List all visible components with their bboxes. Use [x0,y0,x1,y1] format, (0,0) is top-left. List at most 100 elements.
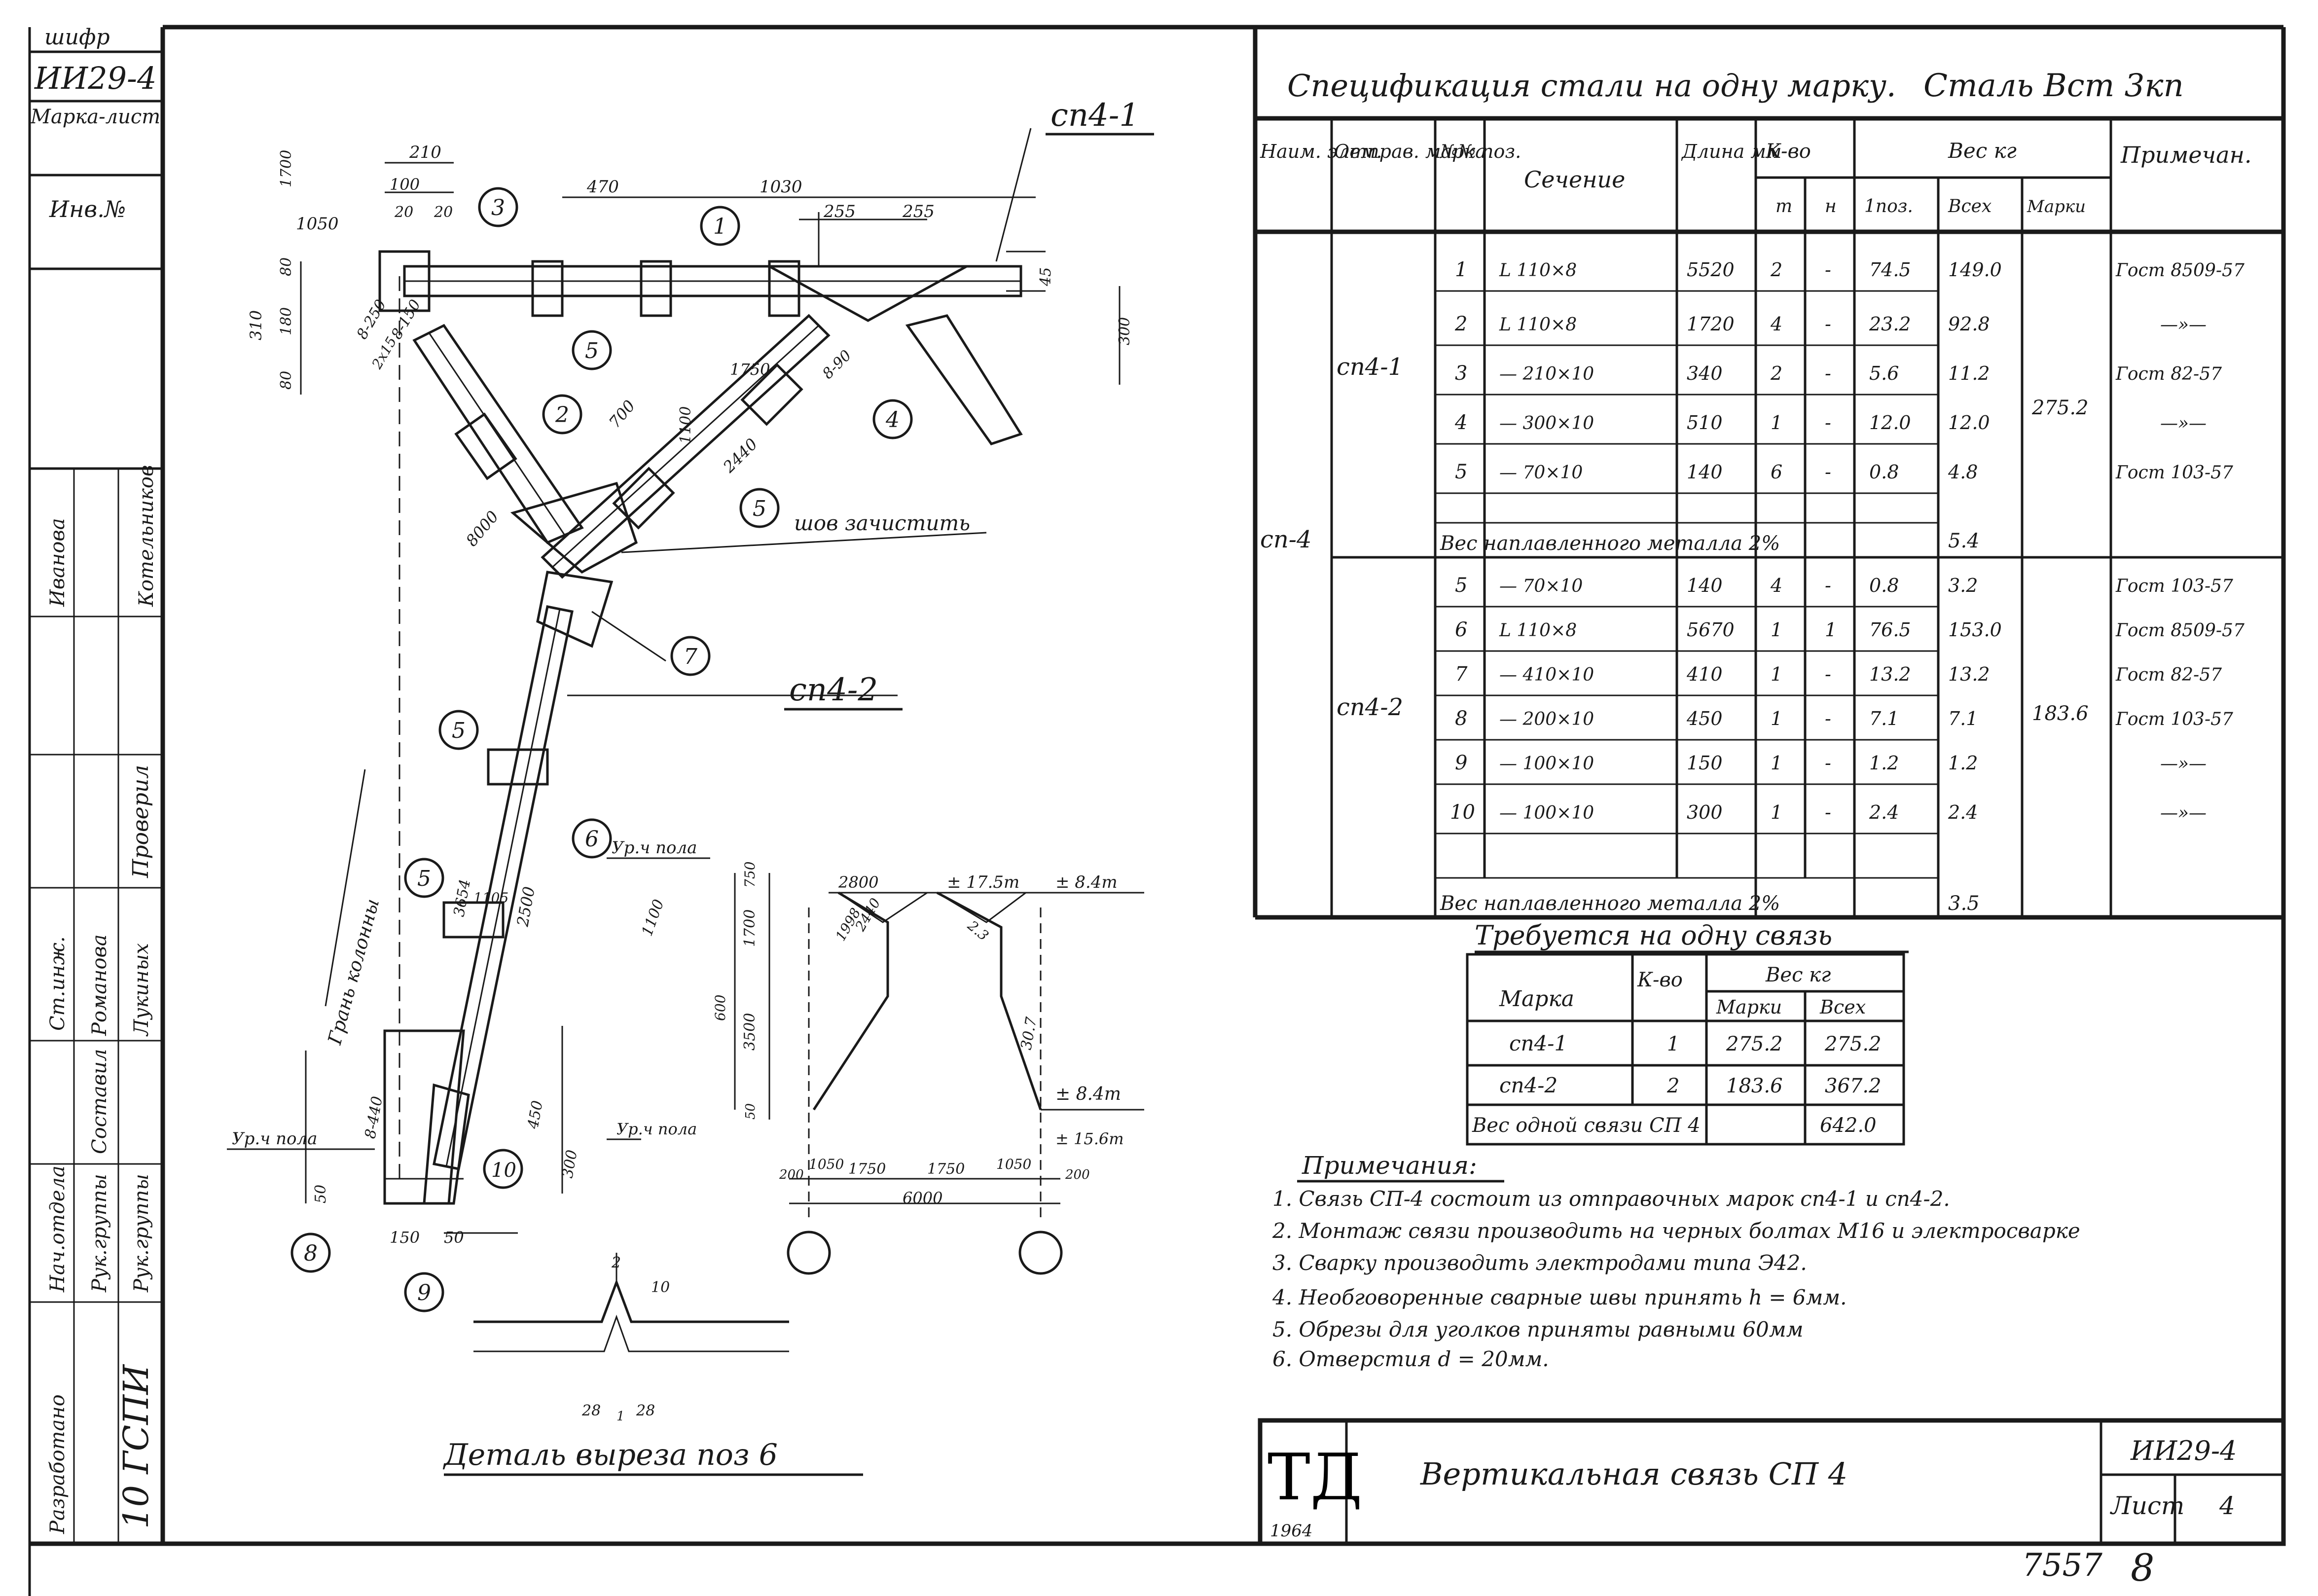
drawing-text: L 110×8 [1499,620,1577,641]
notes-section: Примечания: 1. Связь СП-4 состоит из отп… [1272,1151,2080,1371]
dimension-lines [227,162,1121,1234]
drawing-text: 1050 [809,1156,844,1172]
drawing-text: 275.2 [1726,1033,1783,1055]
stamp-role-1: Нач.отдела [46,1165,69,1293]
table-row: 10 — 100×10 300 1 - 2.4 2.4 —»— [1435,801,2207,834]
table-row: 5 — 70×10 140 6 - 0.8 4.8 Гост 103-57 [1435,461,2233,494]
drawing-text: 300 [1687,801,1723,823]
drawing-text: 2.4 [1948,801,1978,823]
pos-bubble-2 [542,394,582,435]
drawing-text: 50 [312,1185,329,1203]
drawing-text: 8-150 [388,297,425,342]
notes-title: Примечания: [1302,1151,1477,1180]
drawing-text: Марки [2027,197,2086,217]
drawing-text: 1700 [741,909,759,947]
drawing-text: 180 [278,307,295,335]
title-sheet-label: Лист [2109,1491,2184,1520]
note-1: 1. Связь СП-4 состоит из отправочных мар… [1272,1187,1950,1211]
drawing-text: - [1825,461,1831,483]
drawing-text: 5 [1455,461,1467,483]
pos-label-5a: 5 [585,338,599,363]
drawing-text: - [1825,752,1831,774]
drawing-text: 200 [779,1167,804,1182]
drawing-text: Отправ. марка [1334,141,1486,162]
drawing-text: 1 [1771,708,1782,729]
drawing-text: - [1825,313,1831,335]
title-year: 1964 [1270,1521,1313,1541]
left-stamp: шифр ИИ29-4 Марка-лист Инв.№ 10 ГСПИ Раз… [30,25,163,1544]
drawing-text: 255 [823,202,856,221]
drawing-text: 4.8 [1948,461,1978,483]
drawing-text: 8 [1455,707,1467,730]
spec-group1-weight: 275.2 [2031,397,2089,419]
sheet-frame [28,25,2286,1596]
table-row: 4 — 300×10 510 1 - 12.0 12.0 —»— [1435,411,2207,445]
spec-group1-rows: 1 L 110×8 5520 2 - 74.5 149.0 Гост 8509-… [1435,258,2245,555]
drawing-text: 149.0 [1948,259,2002,281]
drawing-text: 1750 [927,1161,965,1178]
drawing-text: 1 [1825,619,1837,641]
spec-title: Спецификация стали на одну марку. [1287,68,1896,104]
pos-label-1: 1 [713,214,727,239]
drawing-text: 5670 [1687,619,1735,641]
spec-group2-mark: сп4-2 [1337,693,1403,721]
stamp-role-4: Составил [88,1049,111,1154]
drawing-text: - [1825,363,1831,384]
drawing-text: 1 [1771,412,1782,434]
title-logo: ТД [1268,1440,1362,1515]
spec-group2-weld-label: Вес наплавленного металла 2% [1440,892,1780,915]
drawing-text: 8000 [462,507,502,550]
drawing-text: 410 [1686,663,1723,685]
pos-bubble-4 [872,399,913,439]
table-row: сп4-2 2 183.6 367.2 [1499,1073,1882,1097]
drawing-text: 1.2 [1869,752,1899,774]
title-text: Вертикальная связь СП 4 [1420,1456,1847,1492]
stamp-name-1: Котельников [135,465,158,607]
drawing-text: 1 [1771,801,1782,823]
drawing-text: 2 [1770,363,1782,384]
spec-steel: Сталь Вст 3кп [1923,68,2184,104]
pos-label-8: 8 [304,1241,318,1266]
drawing-text: 1030 [760,177,802,197]
table-row: 5 — 70×10 140 4 - 0.8 3.2 Гост 103-57 [1435,574,2233,608]
pos-bubble-1 [700,206,740,246]
drawing-text: 1050 [996,1156,1031,1172]
drawing-text: 3 [1455,362,1467,385]
drawing-text: сп4-2 [1499,1073,1557,1097]
drawing-text: 2500 [513,885,539,929]
pos-label-10: 10 [491,1159,516,1182]
drawing-text: 1 [1771,663,1782,685]
drawing-text: 80 [278,371,295,390]
weld-note: шов зачистить [794,511,970,535]
drawing-text: Гост 8509-57 [2115,620,2245,641]
drawing-text: 200 [1065,1167,1090,1182]
stamp-inv: Инв.№ [49,196,126,222]
drawing-text: - [1825,575,1831,596]
pos-label-9: 9 [417,1280,431,1306]
table-row: 1 L 110×8 5520 2 - 74.5 149.0 Гост 8509-… [1435,258,2245,292]
drawing-text: Марка [1499,986,1574,1012]
drawing-text: —»— [2160,413,2207,434]
drawing-text: 6 [1455,618,1467,641]
pos-bubble-8 [290,1233,331,1273]
pos-bubble-5d [404,858,444,898]
drawing-text: 6 [1771,461,1782,483]
assembly-label-top: сп4-1 [1050,97,1139,134]
drawing-text: 153.0 [1948,619,2002,641]
drawing-text: 8-440 [362,1095,386,1140]
pos-bubble-5b [739,488,780,528]
column-marker-left [787,1231,831,1275]
drawing-text: 12.0 [1948,412,1990,434]
drawing-text: 7.1 [1869,708,1899,729]
spec-group1-weld-label: Вес наплавленного металла 2% [1440,532,1780,555]
drawing-text: — 200×10 [1499,709,1594,729]
drawing-text: — 100×10 [1499,803,1594,823]
pos-bubble-6 [572,818,612,859]
pos-label-5b: 5 [753,496,766,521]
required-total: 642.0 [1820,1114,1877,1137]
pos-label-2: 2 [555,402,569,428]
drawing-text: 2800 [838,873,878,892]
table-row: сп4-1 1 275.2 275.2 [1509,1031,1882,1055]
drawing-text: — 100×10 [1499,754,1594,774]
drawing-text: 1105 [473,890,508,906]
